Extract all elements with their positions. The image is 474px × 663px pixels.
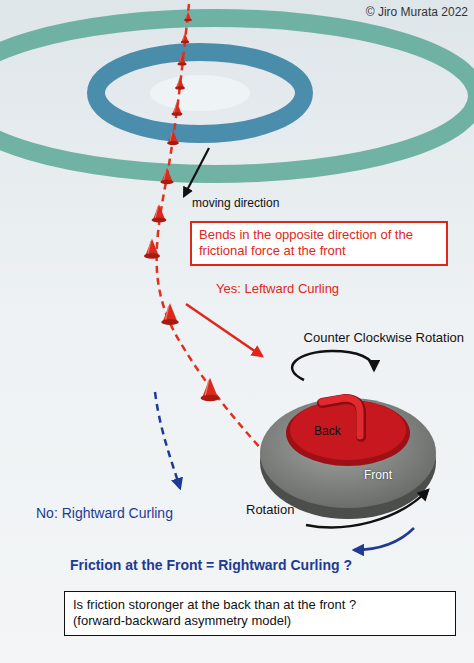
note-box: Bends in the opposite direction of the f…	[190, 221, 448, 266]
yes-label: Yes: Leftward Curling	[216, 281, 339, 297]
rotation-label: Rotation	[246, 502, 294, 518]
direction-label: moving direction	[192, 196, 279, 210]
part-label: Front	[364, 468, 392, 482]
rotation-label: Counter Clockwise Rotation	[304, 330, 464, 346]
box-text: Bends in the opposite direction of the f…	[199, 227, 439, 260]
box-text: Is friction storonger at the back than a…	[73, 597, 447, 613]
part-label: Back	[314, 424, 341, 438]
friction-label: Friction at the Front = Rightward Curlin…	[70, 557, 352, 574]
watermark: © Jiro Murata 2022	[366, 5, 468, 19]
no-label: No: Rightward Curling	[36, 505, 173, 522]
question-box: Is friction storonger at the back than a…	[64, 591, 456, 636]
box-text: (forward-backward asymmetry model)	[73, 613, 447, 629]
